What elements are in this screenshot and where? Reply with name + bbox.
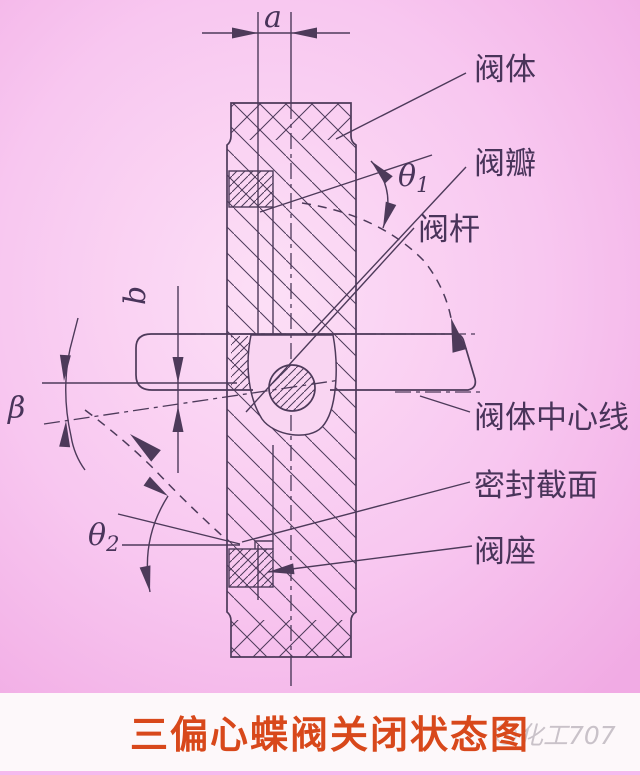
leader-lines [241,72,473,578]
upper-seat-ring [228,170,274,208]
label-valve-body: 阀体 [474,52,536,88]
beta-arc-extension [69,317,79,350]
theta2-label: θ2 [88,518,119,556]
watermark-text: 化工707 [518,721,616,750]
watermark: 化工707 [495,721,616,750]
leader-valve-disc [311,166,467,333]
theta2-slanted-leg [117,513,241,545]
lower-seat-step [254,540,273,549]
theta1-reference-line [259,154,433,213]
valve-stem-section [268,364,316,412]
label-valve-seat: 阀座 [474,534,536,570]
leader-seal-section [241,481,471,543]
leader-valve-stem [245,227,415,413]
angle-beta: β [7,317,86,471]
part-labels: 阀体 阀瓣 阀杆 阀体中心线 密封截面 阀座 [418,52,629,570]
theta1-label: θ1 [398,159,429,197]
angle-theta1: θ1 [259,154,433,230]
watermark-logo-dot [503,731,509,737]
watermark-logo-icon [495,723,517,745]
dimension-b: b [118,286,184,473]
swing-arc-lower [84,409,229,542]
beta-label: β [7,391,25,426]
dim-a-label: a [264,0,282,35]
disc-swing-arcs [84,202,468,542]
label-valve-disc: 阀瓣 [474,146,536,182]
seal-cone-axis [43,379,341,425]
leader-valve-body [335,72,467,140]
angle-theta2: θ2 [88,476,241,594]
leader-valve-seat [267,545,473,573]
lower-seat-ring [228,548,274,588]
label-body-centerline: 阀体中心线 [474,400,629,436]
dim-b-label: b [118,286,153,305]
footer-strip [0,693,640,771]
dimension-a: a [202,0,350,39]
diagram-title: 三偏心蝶阀关闭状态图 [130,712,530,757]
swing-arc-upper [301,202,452,319]
label-seal-section: 密封截面 [474,468,598,504]
label-valve-stem: 阀杆 [418,212,480,248]
centerlines [42,12,482,686]
beta-arc [65,348,86,471]
leader-body-centerline [419,395,471,413]
